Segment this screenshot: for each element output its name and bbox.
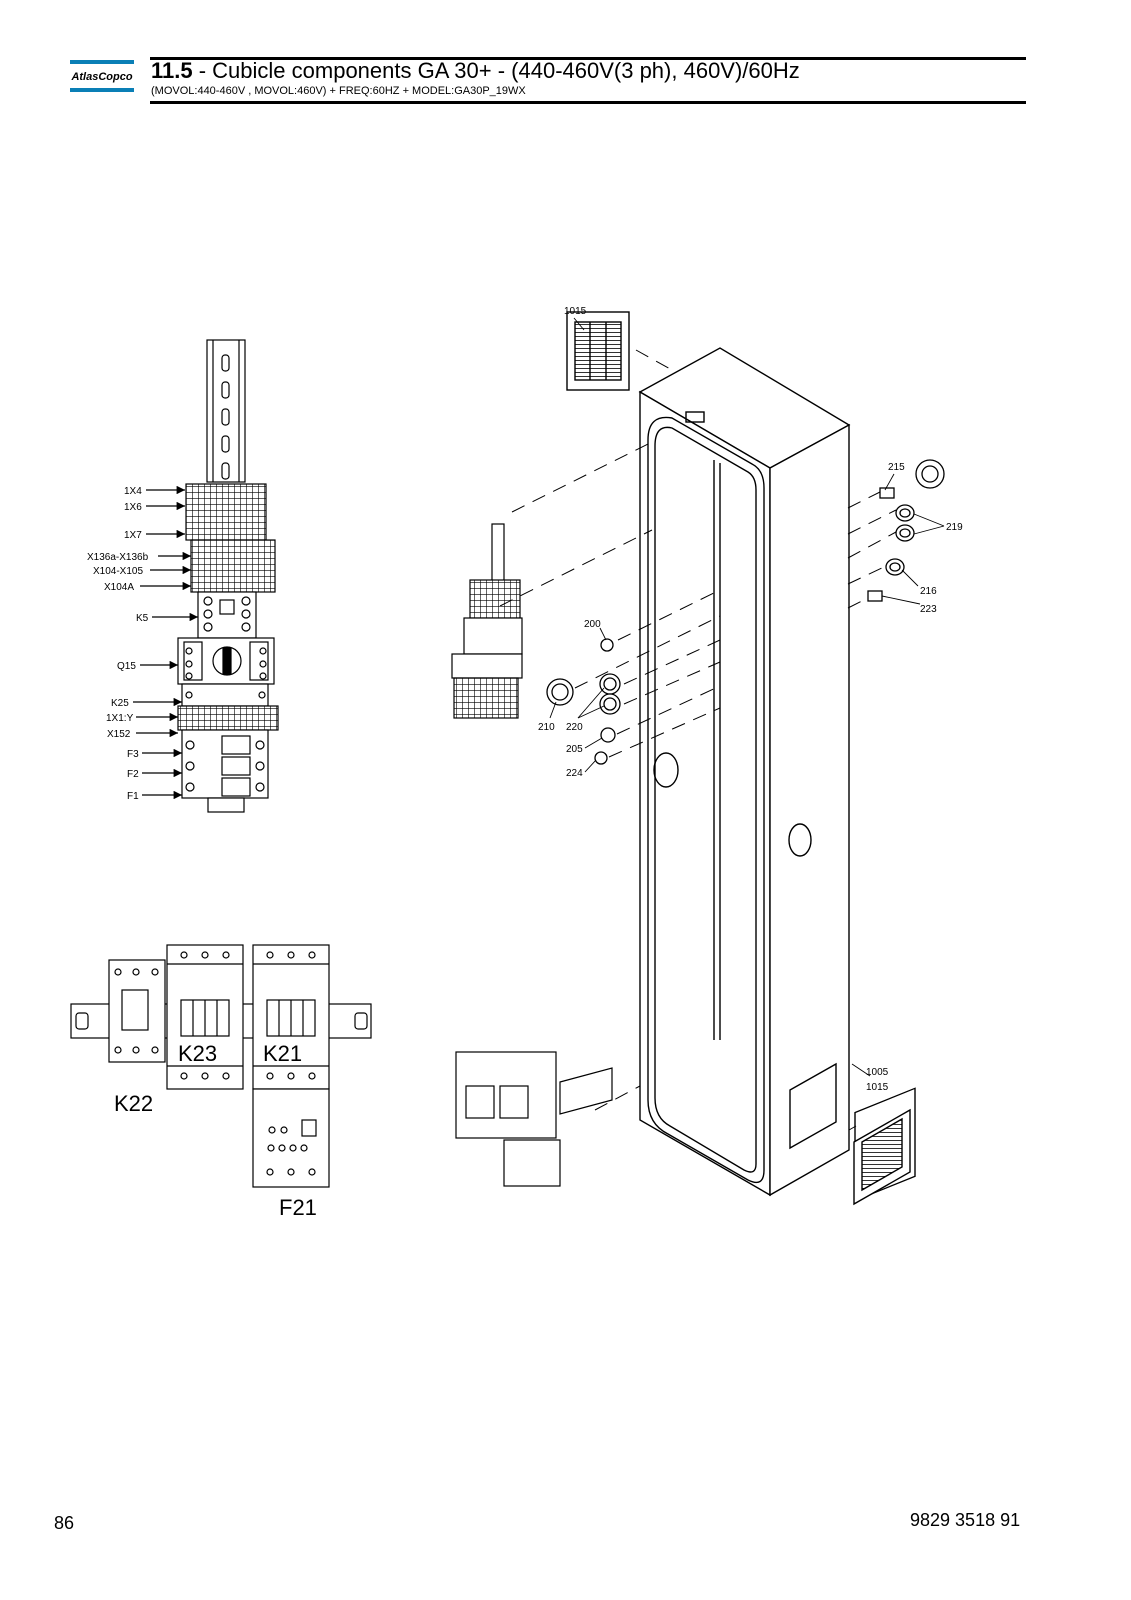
callout-1005: 1005 [866,1067,889,1078]
label-1x7: 1X7 [124,530,142,541]
callout-1015-top: 1015 [564,306,587,317]
din-rail-assembly [177,339,279,813]
atlas-copco-logo: AtlasCopco [70,60,134,92]
page-subtitle: (MOVOL:440-460V , MOVOL:460V) + FREQ:60H… [151,85,526,97]
cubicle-housing [638,347,851,1197]
label-x104a: X104A [104,582,134,593]
callout-224: 224 [566,768,583,779]
section-number: 11.5 [151,58,193,83]
label-k5: K5 [136,613,149,624]
callout-205: 205 [566,744,583,755]
cable-glands-middle [546,638,621,765]
label-f1: F1 [127,791,139,802]
mini-contactor-assembly [455,1051,613,1187]
page-number: 86 [54,1513,75,1533]
logo-text: AtlasCopco [70,71,132,83]
callout-210: 210 [538,722,555,733]
header-rule-bottom [150,101,1026,104]
label-f3: F3 [127,749,139,760]
label-k21: K21 [263,1041,302,1066]
label-k23: K23 [178,1041,217,1066]
cable-glands-right [867,459,945,602]
label-q15: Q15 [117,661,136,672]
grille-1015-top [566,311,630,391]
label-k22: K22 [114,1091,153,1116]
section-title: - Cubicle components GA 30+ - (440-460V(… [192,58,800,83]
label-x152: X152 [107,729,131,740]
contactor-assembly [70,944,372,1188]
callout-1015-bottom: 1015 [866,1082,889,1093]
callout-216: 216 [920,586,937,597]
callout-220: 220 [566,722,583,733]
label-1x6: 1X6 [124,502,142,513]
page-title: 11.5 - Cubicle components GA 30+ - (440-… [151,58,800,84]
callout-200: 200 [584,619,601,630]
label-k25: K25 [111,698,129,709]
callout-215: 215 [888,462,905,473]
header-rule-top [150,57,1026,60]
label-1x1y: 1X1:Y [106,713,134,724]
label-x136a-x136b: X136a-X136b [87,552,149,563]
label-f21: F21 [279,1195,317,1220]
document-number: 9829 3518 91 [910,1510,1021,1530]
label-f2: F2 [127,769,139,780]
callout-219: 219 [946,522,963,533]
label-1x4: 1X4 [124,486,142,497]
callout-223: 223 [920,604,937,615]
label-x104-x105: X104-X105 [93,566,143,577]
mini-din-assembly [451,523,523,719]
